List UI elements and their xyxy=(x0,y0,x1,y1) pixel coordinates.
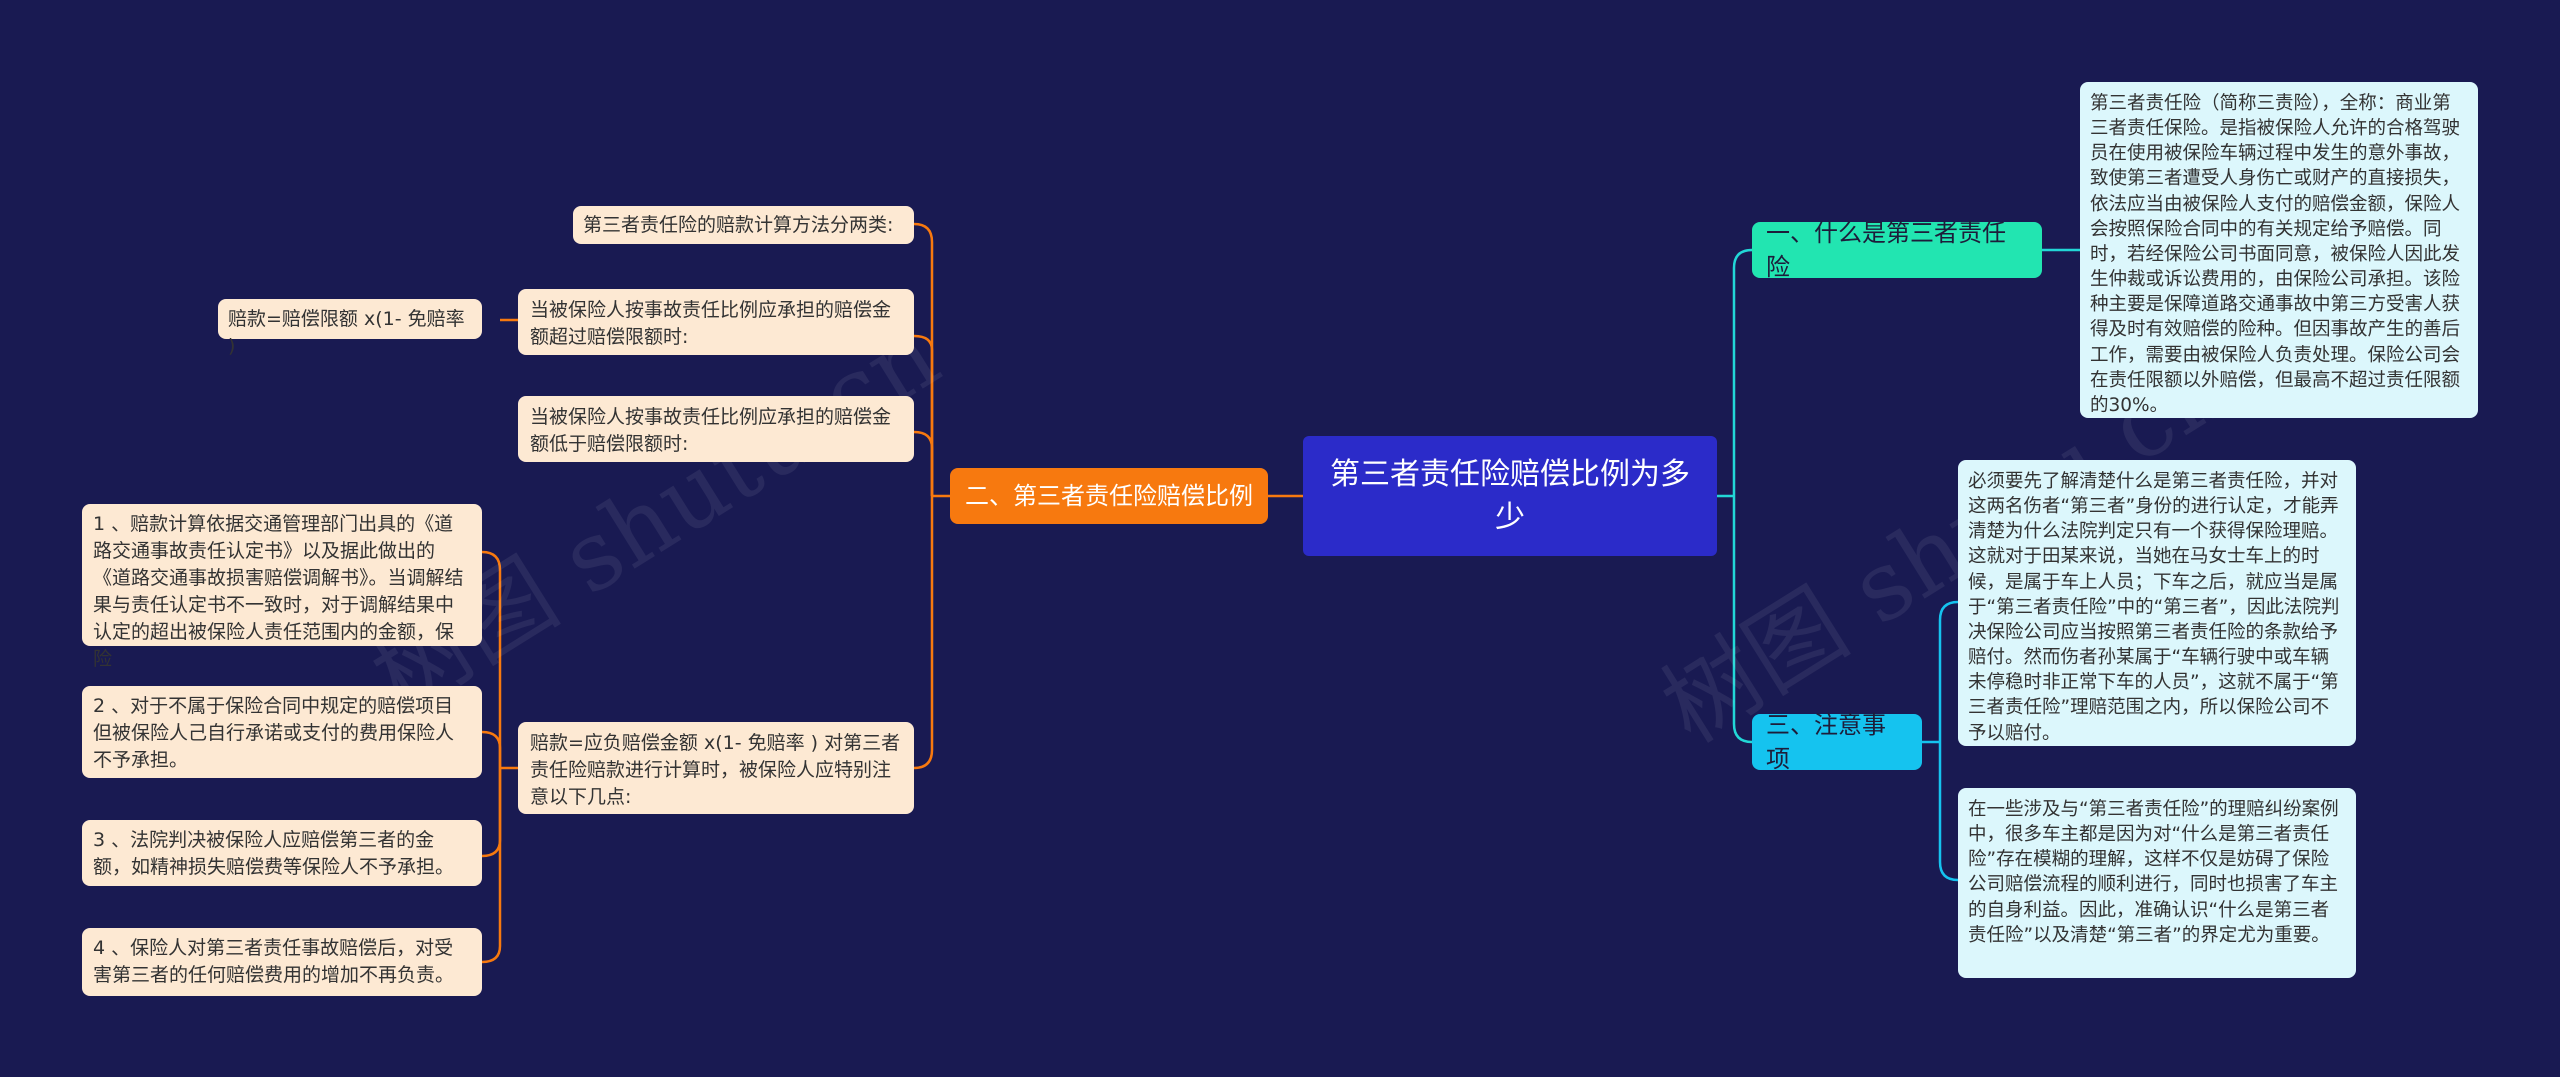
note-item[interactable]: 2 、对于不属于保险合同中规定的赔偿项目但被保险人己自行承诺或支付的费用保险人不… xyxy=(82,686,482,778)
connector-to-note-1 xyxy=(1938,600,1959,742)
connector-to-calc-methods xyxy=(913,222,934,496)
note-item[interactable]: 3 、法院判决被保险人应赔偿第三者的金额，如精神损失赔偿费等保险人不予承担。 xyxy=(82,820,482,886)
connector-to-note-d xyxy=(481,768,502,964)
connector-to-note-b xyxy=(481,730,502,768)
connector-to-branch-3 xyxy=(1732,496,1753,744)
leaf-under-formula[interactable]: 赔款=应负赔偿金额 x(1- 免赔率 ) 对第三者责任险赔款进行计算时，被保险人… xyxy=(518,722,914,814)
connector-to-under-formula xyxy=(913,496,934,770)
connector-to-under-limit xyxy=(913,430,934,496)
connector-to-note-2 xyxy=(1938,742,1959,882)
note-item[interactable]: 1 、赔款计算依据交通管理部门出具的《道路交通事故责任认定书》以及据此做出的《道… xyxy=(82,504,482,670)
leaf-precaution-1[interactable]: 必须要先了解清楚什么是第三者责任险，并对这两名伤者“第三者”身份的进行认定，才能… xyxy=(1958,460,2356,746)
leaf-definition[interactable]: 第三者责任险（简称三责险），全称：商业第三者责任保险。是指被保险人允许的合格驾驶… xyxy=(2080,82,2478,418)
leaf-over-formula[interactable]: 赔款=赔偿限额 x(1- 免赔率 ) xyxy=(218,299,482,357)
leaf-precaution-2[interactable]: 在一些涉及与“第三者责任险”的理赔纠纷案例中，很多车主都是因为对“什么是第三者责… xyxy=(1958,788,2356,978)
connector-to-note-a xyxy=(481,550,502,768)
leaf-under-limit[interactable]: 当被保险人按事故责任比例应承担的赔偿金额低于赔偿限额时: xyxy=(518,396,914,462)
leaf-over-limit[interactable]: 当被保险人按事故责任比例应承担的赔偿金额超过赔偿限额时: xyxy=(518,289,914,355)
branch-what-is-third-party-insurance[interactable]: 一、什么是第三者责任险 xyxy=(1752,219,2042,281)
connector-to-note-c xyxy=(481,768,502,858)
leaf-calc-methods[interactable]: 第三者责任险的赔款计算方法分两类: xyxy=(573,206,914,244)
connector-to-branch-1 xyxy=(1732,248,1753,496)
note-item[interactable]: 4 、保险人对第三者责任事故赔偿后，对受害第三者的任何赔偿费用的增加不再负责。 xyxy=(82,928,482,996)
central-topic[interactable]: 第三者责任险赔偿比例为多少 xyxy=(1303,436,1717,556)
branch-compensation-ratio[interactable]: 二、第三者责任险赔偿比例 xyxy=(950,468,1268,524)
connector-to-over-limit xyxy=(913,334,934,496)
branch-precautions[interactable]: 三、注意事项 xyxy=(1752,711,1922,773)
